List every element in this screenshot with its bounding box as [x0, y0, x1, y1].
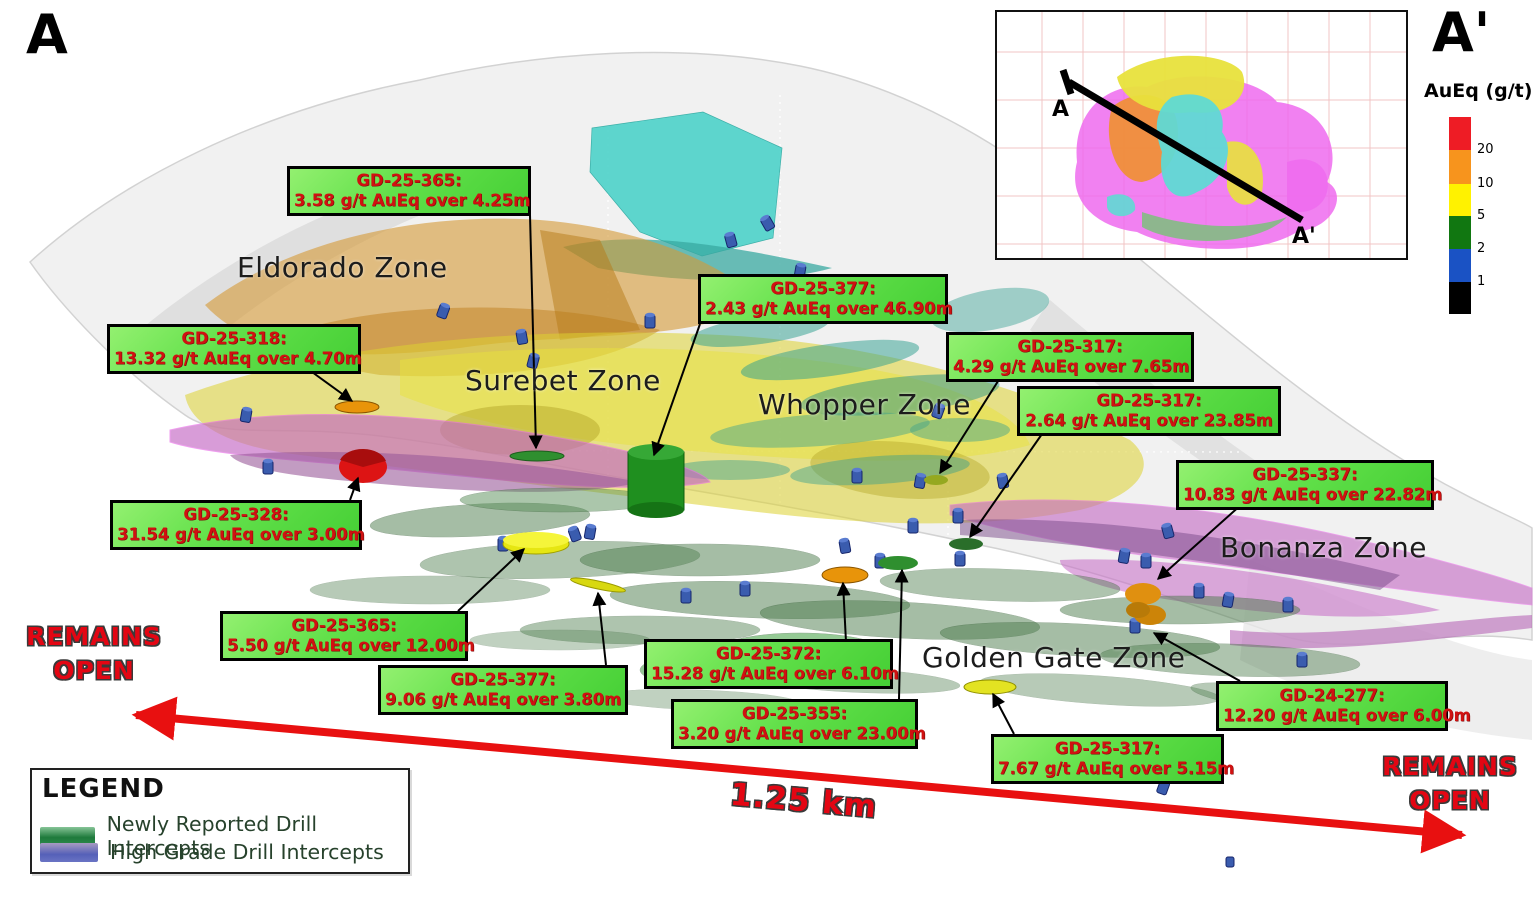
remains-open-right: REMAINS OPEN	[1382, 752, 1518, 815]
colorbar-tick-20: 20	[1477, 142, 1494, 157]
inset-map-art	[997, 12, 1406, 258]
colorbar-seg-red	[1449, 117, 1471, 150]
inset-section-line	[1059, 68, 1304, 224]
legend-swatch-green	[40, 826, 95, 846]
intercept-disc-orange	[334, 400, 380, 414]
colorbar-title: AuEq (g/t)	[1424, 80, 1533, 102]
legend-item-newly-reported: Newly Reported Drill Intercepts	[40, 812, 408, 860]
inset-plan-map: A A'	[995, 10, 1408, 260]
colorbar-tick-2: 2	[1477, 241, 1486, 256]
zone-label-whopper: Whopper Zone	[758, 388, 972, 421]
callout-gd-25-328: GD-25-328:31.54 g/t AuEq over 3.00m	[110, 500, 365, 551]
intercept-disc-green	[509, 450, 565, 462]
callout-gd-25-318: GD-25-318:13.32 g/t AuEq over 4.70m	[107, 324, 362, 375]
remains-open-left: REMAINS OPEN	[26, 622, 162, 685]
zone-label-golden-gate: Golden Gate Zone	[922, 641, 1186, 674]
colorbar	[1449, 117, 1471, 314]
intercept-cluster-orange	[1125, 583, 1166, 625]
zone-label-surebet: Surebet Zone	[465, 364, 661, 397]
leader-lines	[311, 214, 1243, 735]
callout-gd-25-317-b: GD-25-317:2.64 g/t AuEq over 23.85m	[1017, 386, 1281, 437]
inset-letter-a-prime: A'	[1292, 224, 1316, 249]
drill-markers	[239, 214, 1308, 868]
callout-gd-25-355: GD-25-355:3.20 g/t AuEq over 23.00m	[671, 699, 926, 750]
inset-letter-a: A	[1052, 97, 1070, 122]
legend-item-high-grade: High Grade Drill Intercepts	[40, 840, 384, 864]
section-letter-a: A	[26, 3, 68, 66]
callout-gd-24-277: GD-24-277:12.20 g/t AuEq over 6.00m	[1216, 681, 1471, 732]
callout-gd-25-337: GD-25-337:10.83 g/t AuEq over 22.82m	[1176, 460, 1442, 511]
magenta-bands	[169, 414, 1533, 649]
colorbar-tick-5: 5	[1477, 208, 1486, 223]
colorbar-seg-orange	[1449, 150, 1471, 184]
legend-box: LEGEND Newly Reported Drill Intercepts H…	[30, 768, 410, 874]
colorbar-tick-1: 1	[1477, 274, 1486, 289]
intercept-cylinder-green	[627, 444, 685, 518]
callout-gd-25-372: GD-25-372:15.28 g/t AuEq over 6.10m	[644, 639, 899, 690]
colorbar-seg-green	[1449, 216, 1471, 249]
colorbar-seg-black	[1449, 282, 1471, 314]
strike-length-arrow	[131, 696, 1467, 854]
legend-swatch-blue	[40, 842, 98, 862]
intercept-disc-yellow-large	[502, 532, 570, 555]
colorbar-seg-blue	[1449, 249, 1471, 282]
callout-gd-25-317-c: GD-25-317:7.67 g/t AuEq over 5.15m	[991, 734, 1234, 785]
legend-title: LEGEND	[42, 774, 165, 804]
callout-gd-25-365-a: GD-25-365:3.58 g/t AuEq over 4.25m	[287, 166, 531, 217]
callout-gd-25-317-a: GD-25-317:4.29 g/t AuEq over 7.65m	[946, 332, 1194, 383]
zone-label-bonanza: Bonanza Zone	[1220, 531, 1428, 564]
callout-gd-25-377-b: GD-25-377:9.06 g/t AuEq over 3.80m	[378, 665, 628, 716]
section-letter-a-prime: A'	[1432, 1, 1491, 64]
colorbar-seg-yellow	[1449, 184, 1471, 216]
zone-label-eldorado: Eldorado Zone	[237, 251, 448, 284]
callout-gd-25-377-a: GD-25-377:2.43 g/t AuEq over 46.90m	[698, 274, 953, 325]
callout-gd-25-365-b: GD-25-365:5.50 g/t AuEq over 12.00m	[220, 611, 475, 662]
colorbar-tick-10: 10	[1477, 176, 1494, 191]
